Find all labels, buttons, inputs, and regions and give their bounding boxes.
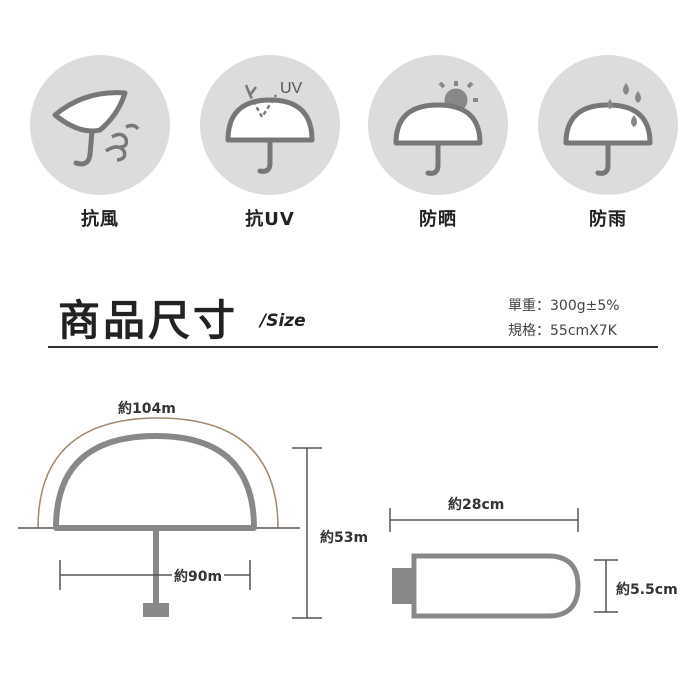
open-umbrella-canopy xyxy=(53,433,257,531)
wind-umbrella-icon xyxy=(52,90,140,167)
feature-wind-resistant: 抗風 xyxy=(30,55,170,245)
size-subtitle: /Size xyxy=(260,311,306,331)
feature-label: 防晒 xyxy=(419,209,457,230)
folded-umbrella-body xyxy=(411,553,581,619)
folded-umbrella-cap xyxy=(392,568,414,604)
open-width-label: 約90m xyxy=(172,566,225,586)
spec-weight: 單重：300g±5% xyxy=(508,298,620,314)
arc-length-label: 約104m xyxy=(118,401,176,417)
spec-size: 規格：55cmX7K xyxy=(508,323,617,339)
feature-label: 防雨 xyxy=(589,209,627,230)
folded-length-label: 約28cm xyxy=(448,497,505,513)
sun-umbrella-icon xyxy=(393,81,483,176)
uv-umbrella-icon: UV xyxy=(225,80,315,174)
arc-dimension-line xyxy=(37,417,279,529)
rain-umbrella-icon xyxy=(563,83,653,176)
open-umbrella-handle xyxy=(143,603,169,617)
feature-label: 抗風 xyxy=(81,209,119,230)
feature-label: 抗UV xyxy=(245,209,295,230)
feature-sun-protection: 防晒 xyxy=(368,55,508,245)
size-section-header: 商品尺寸 /Size 單重：300g±5% 規格：55cmX7K xyxy=(48,285,658,348)
height-label: 約53m xyxy=(318,527,371,547)
title-divider xyxy=(48,346,658,348)
feature-anti-uv: UV 抗UV xyxy=(200,55,340,245)
size-title: 商品尺寸 xyxy=(58,296,239,345)
uv-text: UV xyxy=(280,80,303,97)
folded-diameter-label: 約5.5cm xyxy=(614,579,680,599)
feature-rainproof: 防雨 xyxy=(538,55,678,245)
